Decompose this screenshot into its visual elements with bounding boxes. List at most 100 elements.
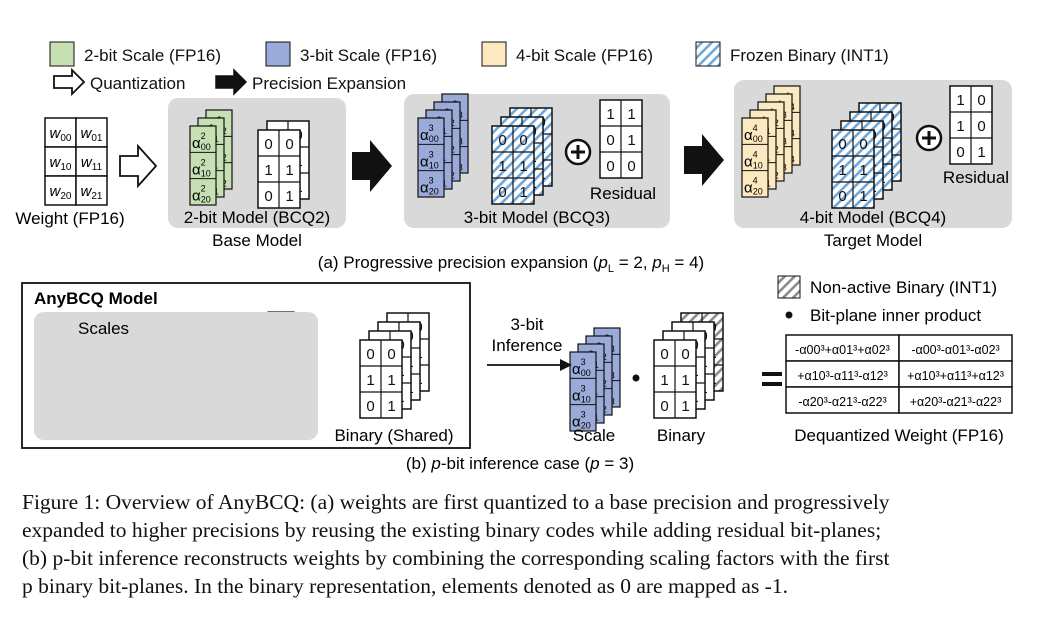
bit-value: 0 [366,398,374,415]
legend-green-swatch [49,41,75,67]
bit-value: 1 [859,162,867,179]
bit-value: 0 [519,132,527,149]
bit-value: 1 [681,398,689,415]
weight-cell [44,146,77,177]
caption-line: expanded to higher precisions by reusing… [22,518,882,542]
dequant-cell [785,386,900,414]
bit-value: 0 [498,184,506,201]
hollow-arrow-icon [53,67,86,97]
weight-value: w00 [50,125,72,144]
overview-figure: 2-bit Scale (FP16) 3-bit Scale (FP16) 4-… [15,41,1013,473]
weight-value: w20 [50,183,72,202]
dequant-cell [785,334,900,362]
bit-value: 1 [519,158,527,175]
dequant-value: -α00³-α01³-α02³ [911,343,999,357]
caption-line: (b) p-bit inference reconstructs weights… [22,546,890,570]
bit-value: 1 [387,372,395,389]
bit-value: 0 [956,144,964,161]
bit-value: 0 [498,132,506,149]
anybcq-model-box [21,282,471,449]
bit-value: 1 [519,184,527,201]
bit-value: 0 [264,188,272,205]
bit-value: 1 [366,372,374,389]
bit-value: 1 [264,162,272,179]
bit-value: 1 [838,162,846,179]
innerprod-label: Bit-plane inner product [810,306,981,325]
weight-value: w21 [81,183,103,202]
model2-label: 2-bit Model (BCQ2) [184,208,330,227]
binary-stacks: 0011010011010011010011010011011101000011… [257,85,993,419]
bit-value: 0 [264,136,272,153]
dot-icon [632,374,640,382]
dot-icon [785,311,793,319]
binary-shared-label: Binary (Shared) [334,426,453,445]
legend-scale4: 4-bit Scale (FP16) [516,46,653,65]
equals-icon [762,372,782,386]
bit-value: 1 [660,372,668,389]
bit-value: 1 [627,132,635,149]
bit-value: 0 [838,188,846,205]
bit-value: 1 [956,118,964,135]
legend: 2-bit Scale (FP16) 3-bit Scale (FP16) 4-… [49,41,889,97]
bit-value: 1 [285,188,293,205]
bit-value: 0 [660,398,668,415]
scales-panel-bg [34,312,318,440]
dequant-label: Dequantized Weight (FP16) [794,426,1003,445]
scale-label: Scale [573,426,616,445]
bit-value: 1 [977,144,985,161]
scales-label: Scales [78,319,129,338]
weight-cell [44,175,77,206]
nonactive-label: Non-active Binary (INT1) [810,278,997,297]
bit-value: 0 [859,136,867,153]
bit-value: 0 [366,346,374,363]
dequant-value: -α00³+α01³+α02³ [795,343,890,357]
legend-frozen-swatch [695,41,721,67]
bit-value: 0 [387,346,395,363]
weight-label: Weight (FP16) [15,209,124,228]
quantization-arrow-icon [119,143,158,189]
bit-value: 1 [285,162,293,179]
target-model-label: Target Model [824,231,922,250]
binary-label: Binary [657,426,706,445]
solid-arrow-icon [215,68,248,96]
weight-value: w10 [50,154,72,173]
residual-label: Residual [943,168,1009,187]
base-model-label: Base Model [212,231,302,250]
dequant-value: -α20³-α21³-α22³ [798,395,886,409]
weight-cell [75,175,108,206]
model3-label: 3-bit Model (BCQ3) [464,208,610,227]
bit-value: 0 [660,346,668,363]
bit-value: 0 [627,158,635,175]
inference-label: 3-bit [510,315,543,334]
bit-value: 1 [956,92,964,109]
caption-line: p binary bit-planes. In the binary repre… [22,574,788,598]
bit-value: 1 [627,106,635,123]
legend-frozen: Frozen Binary (INT1) [730,46,889,65]
legend-quantization: Quantization [90,74,185,93]
model4-label: 4-bit Model (BCQ4) [800,208,946,227]
dequant-table: -α00³+α01³+α02³-α00³-α01³-α02³+α10³-α11³… [785,334,1013,414]
bit-value: 1 [498,158,506,175]
legend-expansion: Precision Expansion [252,74,406,93]
weight-value: w11 [81,154,103,173]
bit-value: 1 [387,398,395,415]
weight-cell [75,146,108,177]
arrow-head-icon [560,359,572,371]
